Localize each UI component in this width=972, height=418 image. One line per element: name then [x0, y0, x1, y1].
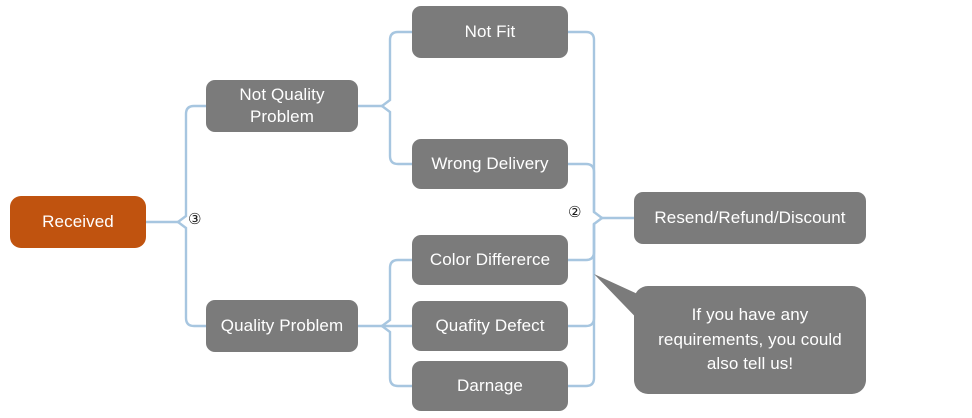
edge-damage-to-resolution — [566, 222, 596, 388]
edge-qualitydefect-to-resolution — [566, 216, 604, 328]
edge-received-to-not-quality — [176, 104, 208, 224]
node-label-not_quality: Not Quality Problem — [239, 85, 325, 126]
node-label-resolution: Resend/Refund/Discount — [654, 208, 846, 228]
node-wrong_del[interactable]: Wrong Delivery — [412, 139, 568, 189]
callout-bubble[interactable]: If you have any requirements, you could … — [634, 286, 866, 394]
node-qual_defect[interactable]: Quafity Defect — [412, 301, 568, 351]
edge-notquality-to-wrongdelivery — [380, 104, 414, 166]
node-label-color_diff: Color Differerce — [429, 250, 551, 270]
edge-quality-to-damage — [380, 324, 414, 388]
node-label-not_fit: Not Fit — [464, 22, 516, 42]
node-received[interactable]: Received — [10, 196, 146, 248]
edge-colordiff-to-resolution — [566, 222, 596, 262]
node-label-received: Received — [42, 212, 114, 232]
node-label-damage: Darnage — [457, 376, 523, 396]
node-not_fit[interactable]: Not Fit — [412, 6, 568, 58]
callout-label: If you have any requirements, you could … — [658, 305, 842, 374]
edge-received-to-quality — [176, 220, 208, 328]
node-not_quality[interactable]: Not Quality Problem — [206, 80, 358, 132]
edge-notquality-to-notfit — [380, 30, 414, 108]
node-label-quality: Quality Problem — [220, 316, 344, 336]
node-quality[interactable]: Quality Problem — [206, 300, 358, 352]
marker-3: ③ — [188, 210, 202, 228]
node-resolution[interactable]: Resend/Refund/Discount — [634, 192, 866, 244]
node-color_diff[interactable]: Color Differerce — [412, 235, 568, 285]
node-label-wrong_del: Wrong Delivery — [431, 154, 549, 174]
marker-2: ② — [568, 203, 582, 221]
node-label-qual_defect: Quafity Defect — [435, 316, 545, 336]
edge-notfit-to-resolution — [566, 30, 604, 220]
node-damage[interactable]: Darnage — [412, 361, 568, 411]
edge-quality-to-colordiff — [380, 258, 414, 328]
